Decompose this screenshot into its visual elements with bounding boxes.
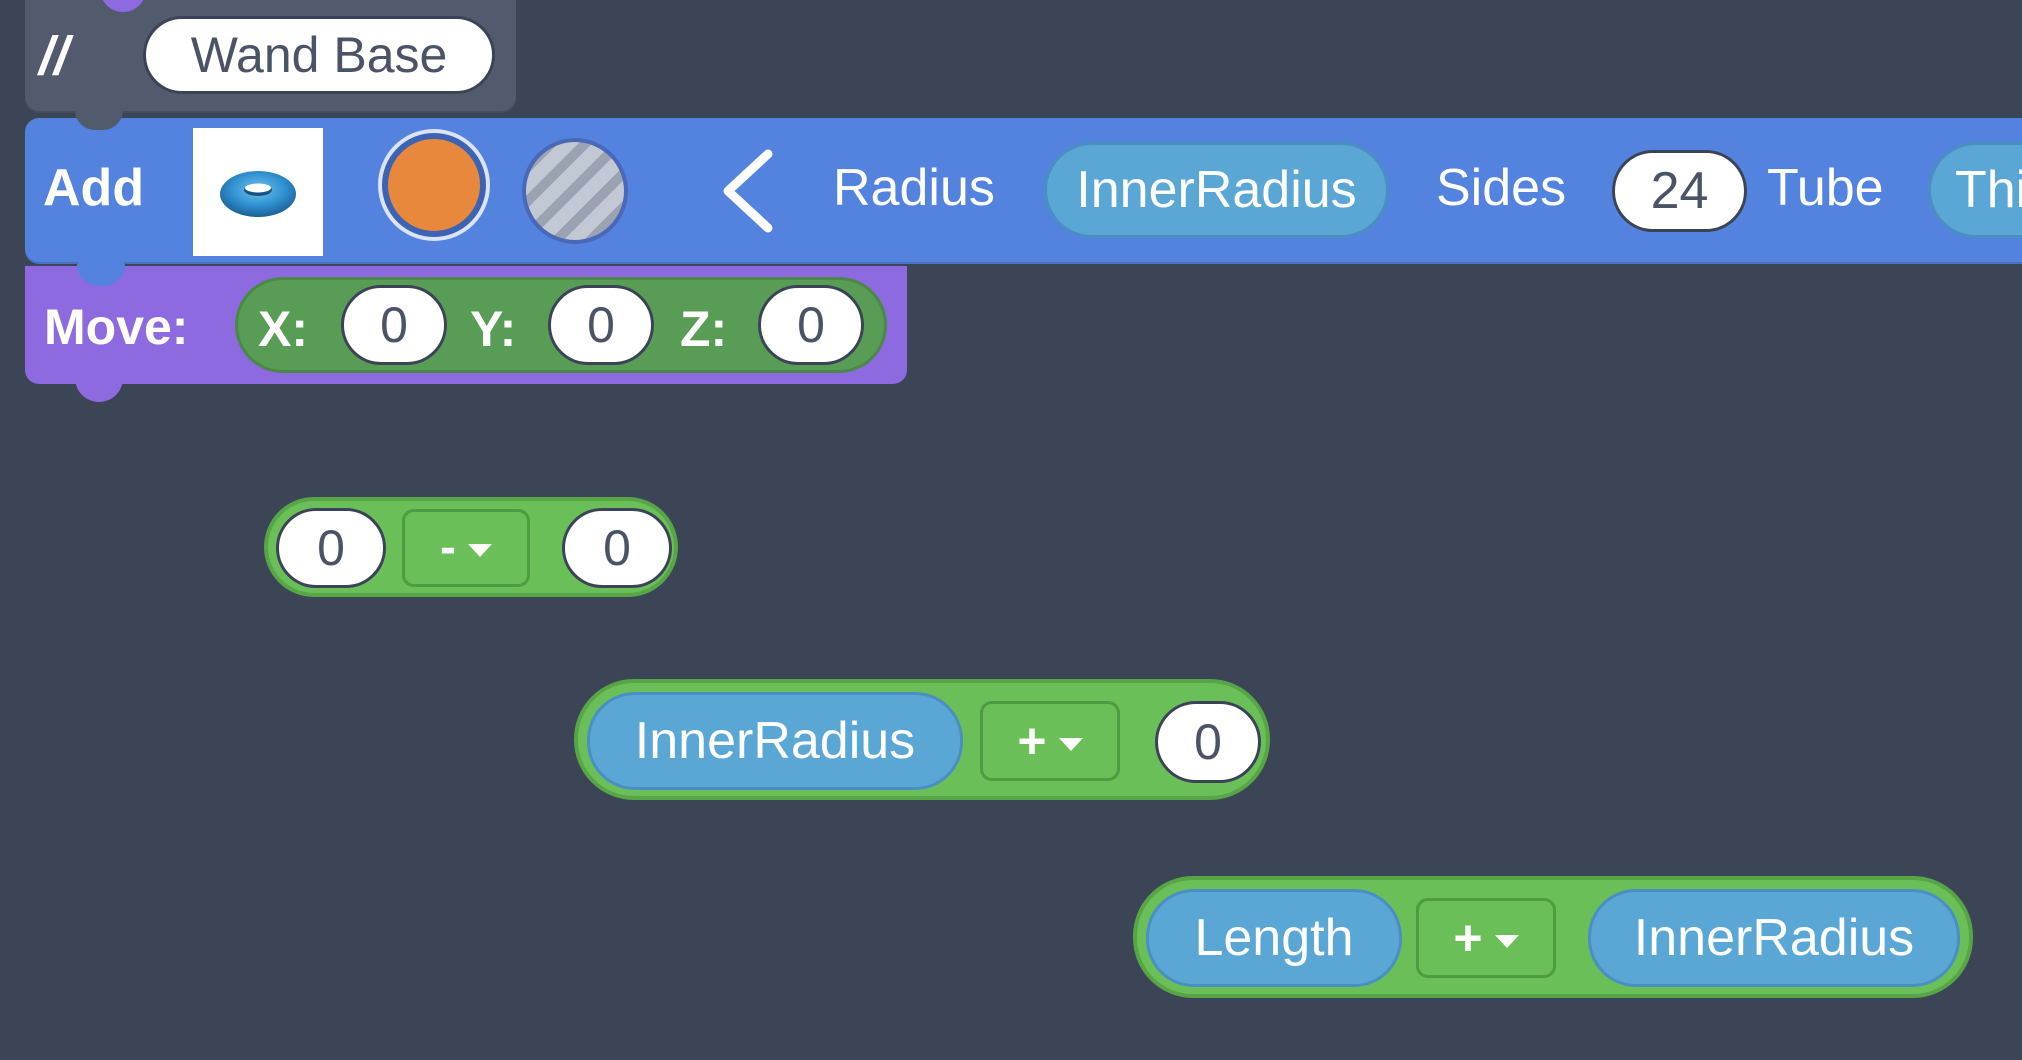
block-connector-notch	[75, 110, 123, 130]
chevron-left-icon[interactable]	[708, 148, 788, 234]
math-left-variable[interactable]: InnerRadius	[587, 692, 963, 790]
color-swatch-primary[interactable]	[382, 133, 486, 237]
vector-xyz[interactable]: X: 0 Y: 0 Z: 0	[235, 277, 887, 373]
operator-dropdown[interactable]: -	[402, 509, 530, 587]
math-block[interactable]: Length + InnerRadius	[1133, 876, 1973, 998]
math-right-input[interactable]: 0	[1155, 701, 1261, 783]
y-input[interactable]: 0	[548, 285, 654, 365]
operator-dropdown[interactable]: +	[980, 701, 1120, 781]
comment-marker: //	[39, 26, 70, 86]
operator-dropdown[interactable]: +	[1416, 898, 1556, 978]
shape-selector[interactable]	[193, 128, 323, 256]
sides-label: Sides	[1436, 159, 1567, 217]
x-input[interactable]: 0	[341, 285, 447, 365]
tube-variable-input[interactable]: Thi	[1928, 142, 2022, 238]
color-swatch-secondary[interactable]	[522, 138, 628, 244]
block-connector-notch	[100, 0, 146, 12]
math-left-input[interactable]: 0	[276, 508, 386, 588]
sides-number-input[interactable]: 24	[1612, 150, 1747, 232]
math-block[interactable]: InnerRadius + 0	[574, 679, 1270, 800]
torus-icon	[220, 171, 296, 217]
move-label: Move:	[44, 299, 189, 355]
z-label: Z:	[680, 301, 728, 357]
math-left-variable[interactable]: Length	[1146, 889, 1402, 987]
radius-label: Radius	[833, 159, 995, 217]
caret-down-icon	[1058, 738, 1083, 752]
math-block[interactable]: 0 - 0	[264, 497, 678, 597]
math-right-input[interactable]: 0	[562, 508, 672, 588]
move-block[interactable]: Move: X: 0 Y: 0 Z: 0	[25, 264, 907, 402]
comment-block[interactable]: // Wand Base	[25, 0, 516, 113]
add-shape-block[interactable]: Add Radius InnerRadius Sid	[25, 110, 2022, 278]
radius-variable-input[interactable]: InnerRadius	[1044, 142, 1389, 238]
block-connector-notch	[77, 264, 125, 286]
math-right-variable[interactable]: InnerRadius	[1588, 889, 1960, 987]
comment-text-field[interactable]: Wand Base	[143, 16, 495, 94]
operator-label: -	[440, 521, 456, 574]
caret-down-icon	[467, 543, 492, 557]
z-input[interactable]: 0	[758, 285, 864, 365]
operator-label: +	[1453, 910, 1483, 966]
x-label: X:	[258, 301, 308, 357]
block-connector-notch	[75, 376, 123, 402]
tube-label: Tube	[1767, 159, 1884, 217]
add-label: Add	[43, 159, 145, 217]
caret-down-icon	[1494, 935, 1519, 949]
y-label: Y:	[470, 301, 517, 357]
operator-label: +	[1017, 713, 1047, 769]
